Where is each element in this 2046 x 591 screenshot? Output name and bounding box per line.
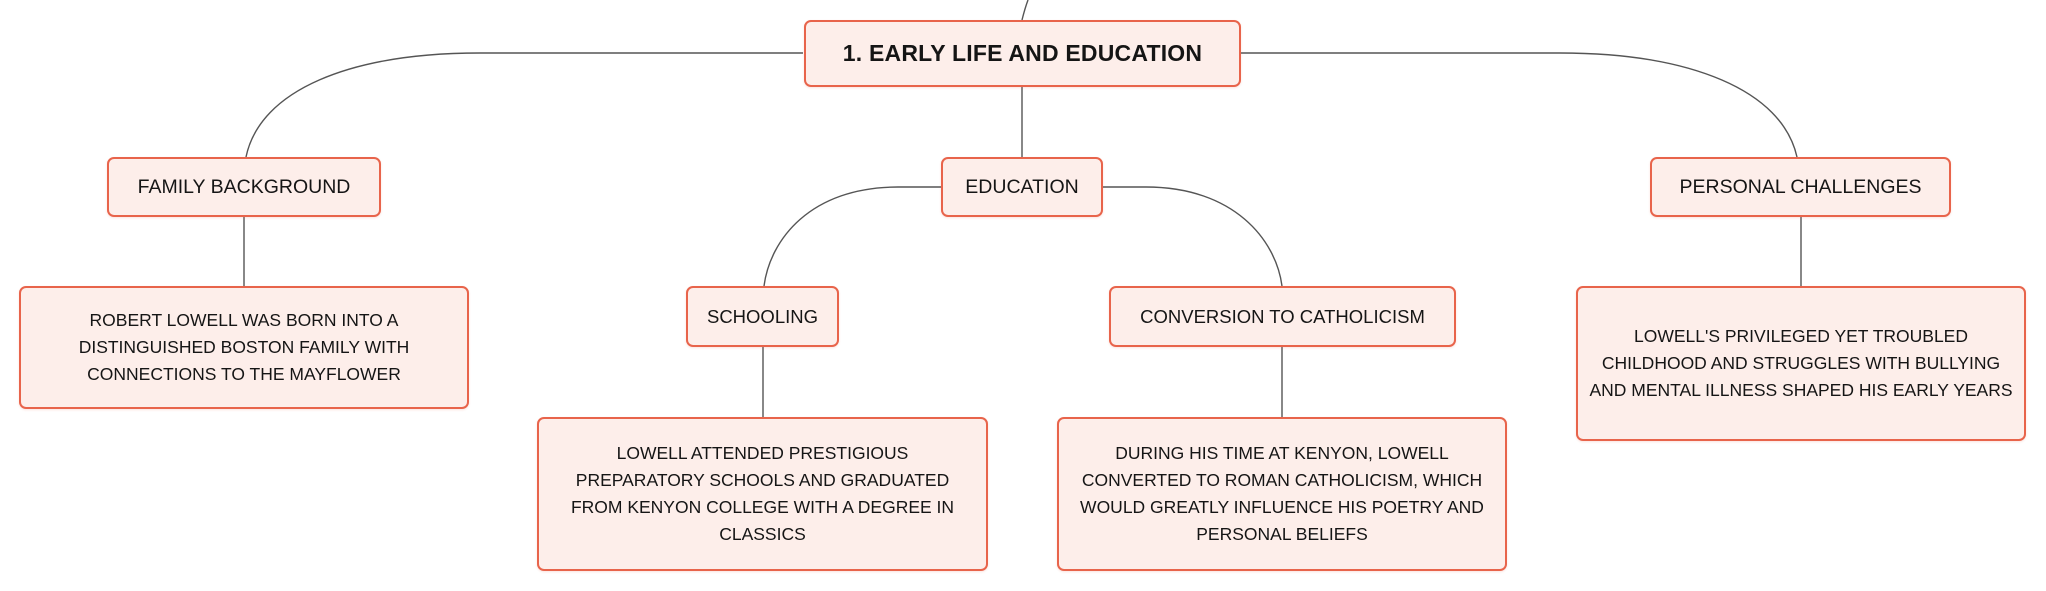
- personal-challenges-detail-node[interactable]: LOWELL'S PRIVILEGED YET TROUBLED CHILDHO…: [1576, 286, 2026, 441]
- connector-education-conversion: [1103, 186, 1283, 287]
- conversion-detail-text: DURING HIS TIME AT KENYON, LOWELL CONVER…: [1080, 443, 1484, 544]
- personal-challenges-node[interactable]: PERSONAL CHALLENGES: [1650, 157, 1951, 217]
- root-node[interactable]: 1. EARLY LIFE AND EDUCATION: [804, 20, 1241, 87]
- schooling-detail-node[interactable]: LOWELL ATTENDED PRESTIGIOUS PREPARATORY …: [537, 417, 988, 571]
- education-node[interactable]: EDUCATION: [941, 157, 1103, 217]
- conversion-detail-node[interactable]: DURING HIS TIME AT KENYON, LOWELL CONVER…: [1057, 417, 1507, 571]
- schooling-detail-text: LOWELL ATTENDED PRESTIGIOUS PREPARATORY …: [570, 443, 955, 544]
- family-background-detail-node[interactable]: ROBERT LOWELL WAS BORN INTO A DISTINGUIS…: [19, 286, 469, 409]
- connector-education-schooling: [763, 186, 942, 287]
- schooling-label: SCHOOLING: [706, 305, 819, 327]
- conversion-node[interactable]: CONVERSION TO CATHOLICISM: [1109, 286, 1456, 347]
- connector-root-challenges: [1241, 52, 1798, 158]
- personal-challenges-detail-text: LOWELL'S PRIVILEGED YET TROUBLED CHILDHO…: [1589, 326, 2013, 400]
- schooling-node[interactable]: SCHOOLING: [686, 286, 839, 347]
- education-label: EDUCATION: [965, 175, 1079, 198]
- personal-challenges-label: PERSONAL CHALLENGES: [1679, 175, 1922, 198]
- conversion-label: CONVERSION TO CATHOLICISM: [1140, 305, 1425, 327]
- root-label: 1. EARLY LIFE AND EDUCATION: [842, 40, 1203, 66]
- connector-to-parent: [1021, 0, 1029, 21]
- family-background-detail-text: ROBERT LOWELL WAS BORN INTO A DISTINGUIS…: [78, 310, 410, 384]
- connector-root-family: [245, 52, 803, 158]
- family-background-node[interactable]: FAMILY BACKGROUND: [107, 157, 381, 217]
- family-background-label: FAMILY BACKGROUND: [137, 175, 351, 198]
